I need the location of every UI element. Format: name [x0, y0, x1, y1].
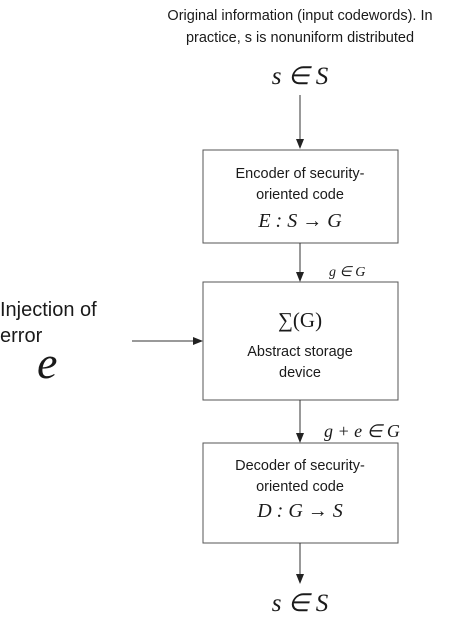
header-line-1: Original information (input codewords). …	[167, 8, 432, 24]
decoder-label-line-2: oriented code	[256, 479, 344, 495]
encoder-label-line-2: oriented code	[256, 187, 344, 203]
edge-label-g-in-g: g ∈ G	[329, 265, 365, 280]
arrow-input-to-encoder	[296, 95, 304, 149]
input-symbol: s ∈ S	[272, 63, 329, 90]
edge-label-g-plus-e-in-g: g + e ∈ G	[324, 421, 400, 441]
storage-box: ∑(G) Abstract storage device	[202, 281, 399, 401]
injection-label-line-1: Injection of	[0, 299, 97, 321]
arrow-decoder-to-output	[296, 543, 304, 584]
encoder-formula: E : S → G	[257, 210, 342, 232]
decoder-label-line-1: Decoder of security-	[235, 458, 365, 474]
encoder-label-line-1: Encoder of security-	[236, 166, 365, 182]
arrow-injection-to-storage	[132, 337, 203, 345]
decoder-box: Decoder of security- oriented code D : G…	[202, 442, 399, 544]
storage-formula: ∑(G)	[278, 308, 322, 332]
decoder-formula: D : G → S	[256, 500, 343, 522]
arrow-storage-to-decoder	[296, 400, 304, 443]
output-symbol: s ∈ S	[272, 590, 329, 617]
header-line-2: practice, s is nonuniform distributed	[186, 30, 414, 46]
storage-label-line-2: device	[279, 365, 321, 381]
injection-label-line-2: error	[0, 325, 43, 347]
arrow-encoder-to-storage	[296, 243, 304, 282]
encoder-box: Encoder of security- oriented code E : S…	[202, 149, 399, 244]
injection-symbol: e	[37, 337, 57, 388]
storage-label-line-1: Abstract storage	[247, 344, 353, 360]
